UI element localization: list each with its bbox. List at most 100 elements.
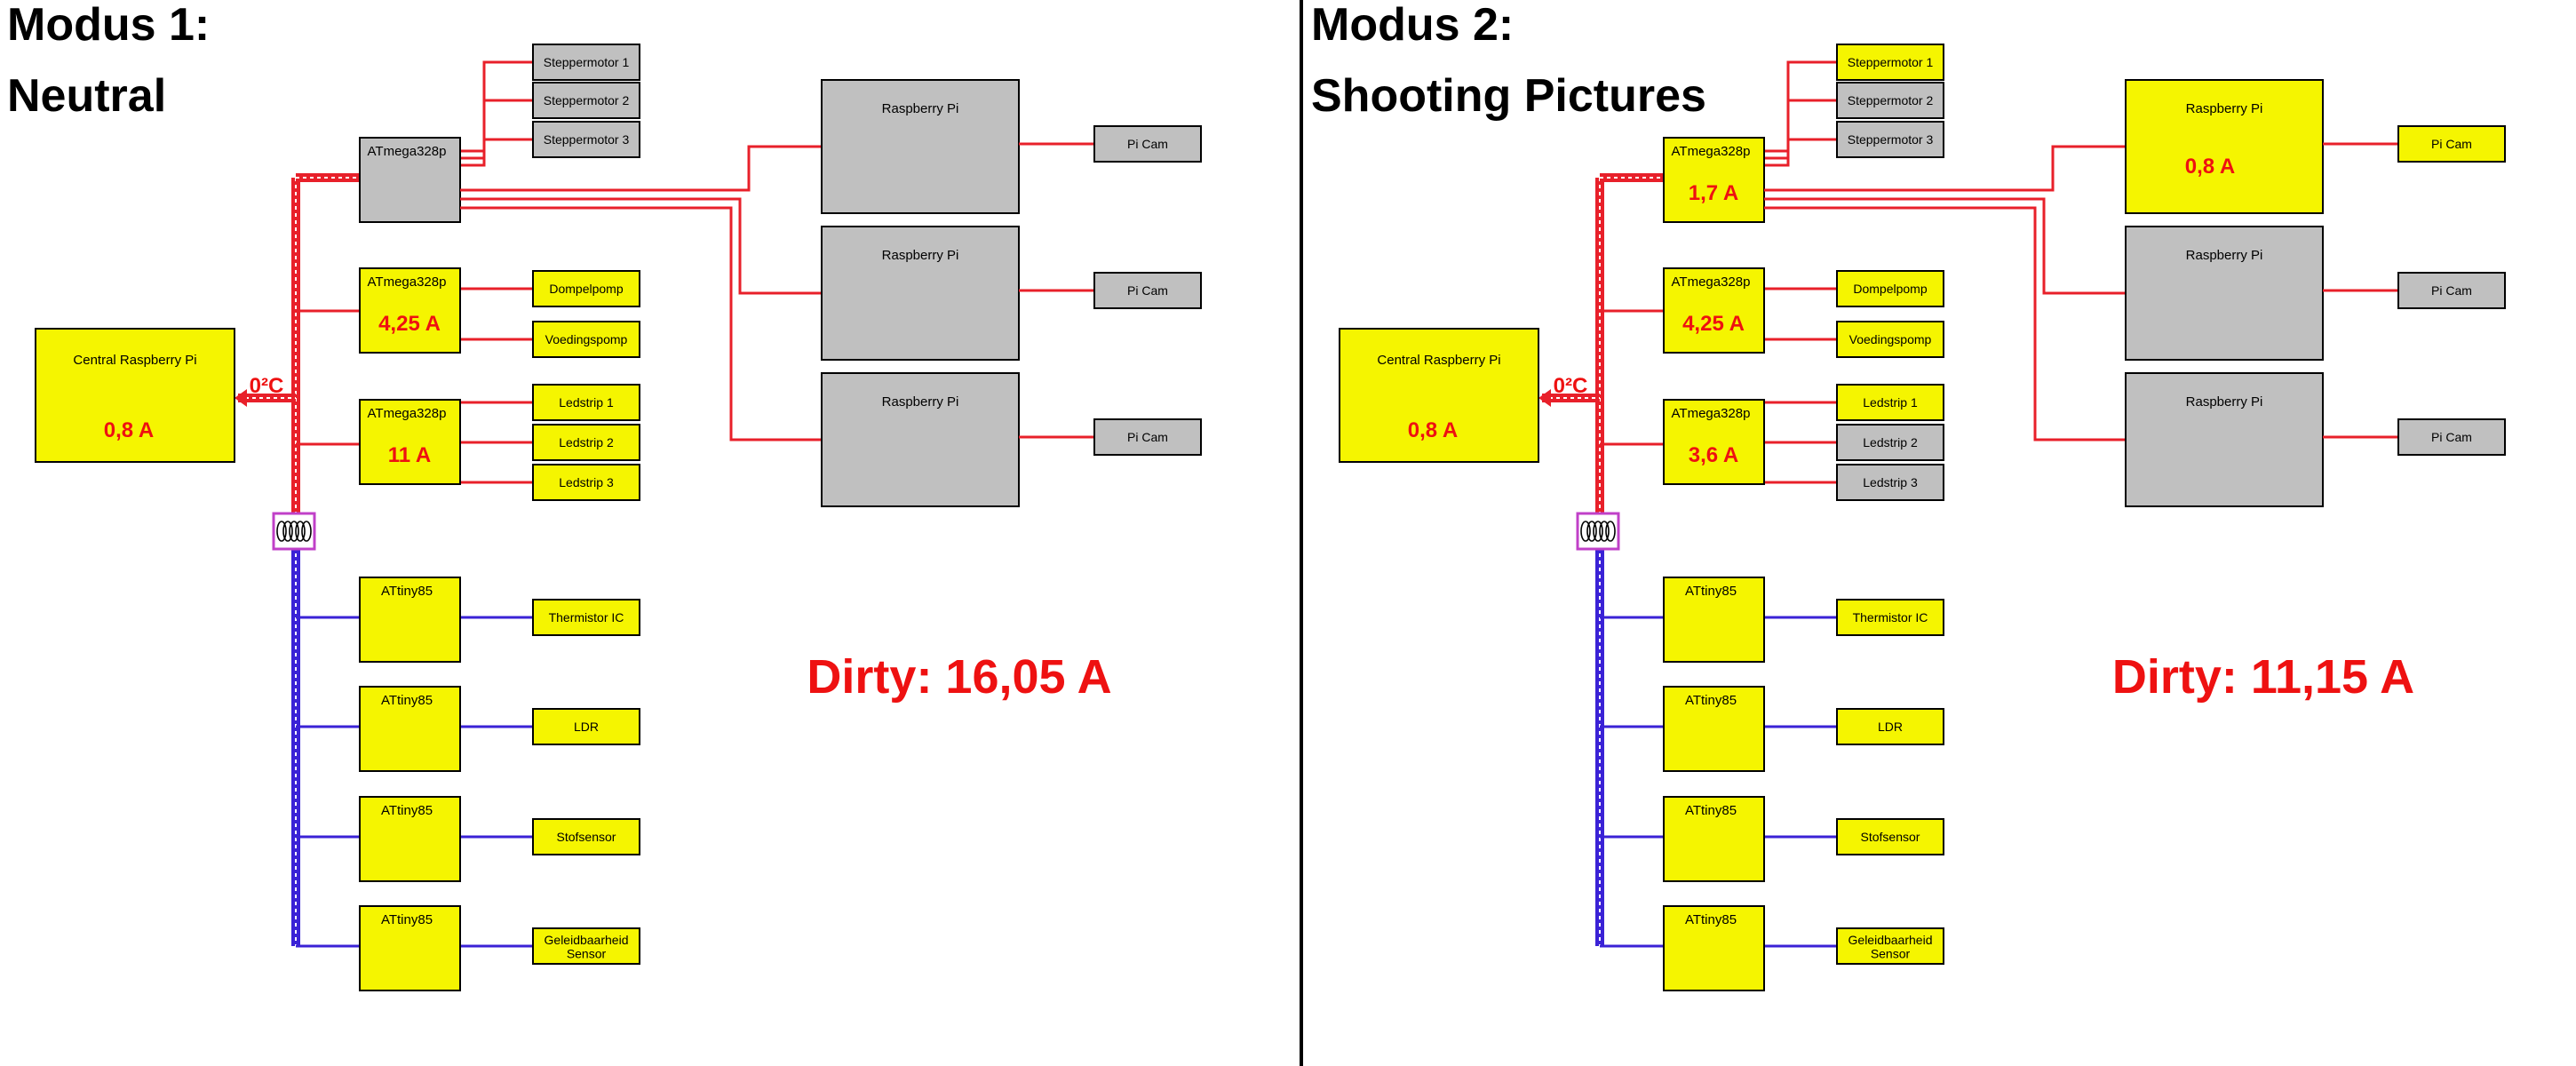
output-label: Steppermotor 3 [544, 132, 630, 147]
sensor-label: Stofsensor [1861, 830, 1920, 844]
red-wire [1764, 138, 1837, 167]
output-box [1836, 82, 1944, 119]
atmega-box [1663, 137, 1765, 223]
raspberry-pi-label: Raspberry Pi [882, 101, 959, 116]
central-pi-box [1339, 328, 1539, 463]
sensor-box [1836, 599, 1944, 636]
attiny-label: ATtiny85 [1685, 912, 1737, 927]
atmega-current: 4,25 A [1682, 312, 1745, 336]
output-box [1836, 270, 1944, 307]
atmega-box [359, 399, 461, 485]
sensor-box [532, 818, 640, 855]
output-label: Dompelpomp [549, 282, 623, 296]
attiny-box [1663, 905, 1765, 991]
central-pi-current: 0,8 A [104, 418, 154, 442]
temp-label: 0²C [1554, 374, 1588, 398]
output-label: Steppermotor 3 [1848, 132, 1934, 147]
output-label: Ledstrip 1 [559, 395, 614, 410]
raspberry-pi-label: Raspberry Pi [2186, 101, 2263, 116]
attiny-box [359, 577, 461, 663]
red-wire [460, 206, 822, 442]
atmega-box [1663, 267, 1765, 354]
attiny-box [359, 796, 461, 882]
output-box [532, 384, 640, 421]
sensor-label: Thermistor IC [1853, 610, 1928, 624]
atmega-label: ATmega328p [1672, 406, 1751, 421]
red-wire [1764, 145, 2126, 192]
attiny-box [1663, 796, 1765, 882]
mode-title: Modus 1: [7, 0, 210, 51]
pi-cam-box [1093, 125, 1202, 163]
pi-cam-box [2397, 272, 2506, 309]
red-wire [460, 145, 822, 192]
atmega-label: ATmega328p [1672, 274, 1751, 290]
output-box [532, 464, 640, 501]
raspberry-pi-box [821, 372, 1020, 507]
atmega-label: ATmega328p [368, 274, 447, 290]
attiny-label: ATtiny85 [1685, 693, 1737, 708]
central-pi-box [35, 328, 235, 463]
pi-cam-label: Pi Cam [2431, 283, 2472, 298]
raspberry-pi-label: Raspberry Pi [2186, 394, 2263, 410]
output-box [1836, 321, 1944, 358]
raspberry-pi-box [2125, 372, 2324, 507]
output-label: Steppermotor 1 [1848, 55, 1934, 69]
output-label: Ledstrip 3 [1863, 475, 1918, 489]
mode-subtitle: Neutral [7, 70, 166, 122]
coil-icon [1576, 512, 1620, 551]
sensor-box [1836, 818, 1944, 855]
output-label: Ledstrip 2 [1863, 435, 1918, 449]
central-pi-current: 0,8 A [1408, 418, 1458, 442]
red-wire [460, 197, 822, 295]
sensor-box [1836, 927, 1944, 965]
attiny-label: ATtiny85 [381, 803, 433, 818]
red-wire [460, 99, 533, 160]
sensor-label: Stofsensor [557, 830, 616, 844]
pi-cam-box [2397, 125, 2506, 163]
atmega-current: 1,7 A [1689, 181, 1738, 205]
output-box [1836, 424, 1944, 461]
atmega-box [359, 267, 461, 354]
output-box [1836, 44, 1944, 81]
attiny-box [359, 905, 461, 991]
output-label: Voedingspomp [1849, 332, 1932, 346]
pi-cam-label: Pi Cam [1127, 137, 1168, 151]
pi-cam-label: Pi Cam [1127, 430, 1168, 444]
red-wire [1764, 197, 2126, 295]
red-wire [1764, 60, 1837, 153]
red-wire [460, 138, 533, 167]
atmega-current: 4,25 A [378, 312, 441, 336]
raspberry-pi-current: 0,8 A [2185, 155, 2235, 179]
output-box [532, 424, 640, 461]
raspberry-pi-box [821, 226, 1020, 361]
pi-cam-box [1093, 418, 1202, 456]
attiny-box [1663, 577, 1765, 663]
attiny-label: ATtiny85 [381, 693, 433, 708]
sensor-box [532, 927, 640, 965]
output-label: Steppermotor 2 [544, 93, 630, 107]
attiny-label: ATtiny85 [381, 912, 433, 927]
sensor-box [532, 599, 640, 636]
sensor-label: LDR [574, 720, 599, 734]
output-label: Steppermotor 2 [1848, 93, 1934, 107]
output-label: Steppermotor 1 [544, 55, 630, 69]
arrow-icon [235, 389, 247, 407]
output-box [1836, 121, 1944, 158]
output-box [532, 82, 640, 119]
raspberry-pi-label: Raspberry Pi [2186, 248, 2263, 263]
attiny-label: ATtiny85 [381, 584, 433, 599]
central-pi-label: Central Raspberry Pi [1377, 353, 1500, 368]
output-box [1836, 464, 1944, 501]
output-box [532, 321, 640, 358]
attiny-label: ATtiny85 [1685, 803, 1737, 818]
atmega-box [359, 137, 461, 223]
pi-cam-label: Pi Cam [2431, 137, 2472, 151]
output-label: Dompelpomp [1853, 282, 1927, 296]
attiny-label: ATtiny85 [1685, 584, 1737, 599]
pi-cam-label: Pi Cam [1127, 283, 1168, 298]
arrow-icon [1538, 389, 1551, 407]
raspberry-pi-label: Raspberry Pi [882, 248, 959, 263]
